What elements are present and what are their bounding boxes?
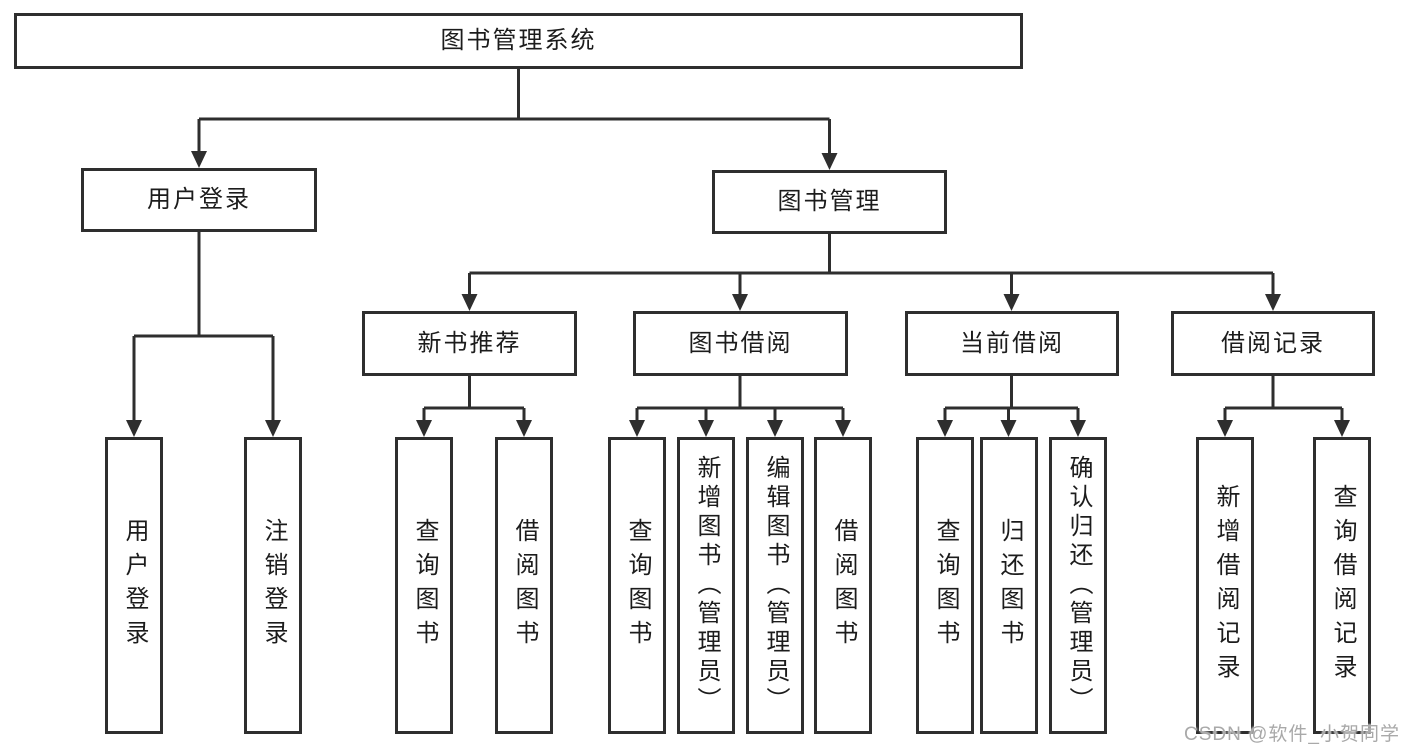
leaf-borrow-books: 借阅图书	[495, 437, 553, 734]
arrowhead-down	[416, 420, 532, 437]
leaf-return-books: 归还图书	[980, 437, 1038, 734]
leaf-user-login: 用户登录	[105, 437, 163, 734]
node-label: 图书借阅	[688, 329, 793, 357]
leaf-query-books: 查询图书	[608, 437, 666, 734]
connector-user-login-to-leaves	[126, 232, 281, 437]
node-borrow-record: 借阅记录	[1171, 311, 1375, 376]
connector-book-mgmt-to-level3	[461, 234, 1281, 311]
node-label: 新增图书（管理员）	[693, 455, 720, 716]
leaf-query-books: 查询图书	[916, 437, 974, 734]
arrowhead-down	[1217, 420, 1350, 437]
node-label: 新书推荐	[417, 329, 522, 357]
node-new-book-recommend: 新书推荐	[362, 311, 577, 376]
node-label: 编辑图书（管理员）	[762, 455, 789, 716]
node-label: 确认归还（管理员）	[1065, 455, 1092, 716]
node-label: 借阅记录	[1221, 329, 1325, 357]
node-label: 图书管理系统	[440, 27, 597, 54]
leaf-add-borrow-record: 新增借阅记录	[1196, 437, 1254, 734]
node-label: 查询图书	[411, 517, 438, 654]
node-label: 借阅图书	[830, 517, 857, 654]
node-book-management: 图书管理	[712, 170, 947, 234]
node-label: 用户登录	[121, 517, 148, 654]
node-user-login: 用户登录	[81, 168, 317, 232]
leaf-query-books: 查询图书	[395, 437, 453, 734]
node-book-borrow: 图书借阅	[633, 311, 848, 376]
connector-borrow-record-to-leaves	[1217, 375, 1350, 437]
arrowhead-down	[126, 420, 281, 437]
node-current-borrow: 当前借阅	[905, 311, 1119, 376]
node-label: 查询借阅记录	[1329, 483, 1356, 688]
node-label: 图书管理	[777, 188, 882, 215]
connector-book-borrow-to-leaves	[629, 375, 851, 437]
leaf-query-borrow-record: 查询借阅记录	[1313, 437, 1371, 734]
leaf-edit-books-admin: 编辑图书（管理员）	[746, 437, 804, 734]
node-label: 用户登录	[147, 186, 251, 213]
leaf-borrow-books: 借阅图书	[814, 437, 872, 734]
node-label: 查询图书	[624, 517, 651, 654]
connector-new-book-to-leaves	[416, 375, 532, 437]
csdn-watermark: CSDN @软件_小贺同学	[1184, 724, 1400, 745]
node-library-management-system: 图书管理系统	[14, 13, 1023, 69]
connector-root-to-level2	[191, 69, 838, 170]
node-label: 查询图书	[932, 517, 959, 654]
node-label: 借阅图书	[511, 517, 538, 654]
connector-current-borrow-to-leaves	[937, 375, 1086, 437]
leaf-confirm-return-admin: 确认归还（管理员）	[1049, 437, 1107, 734]
leaf-logout: 注销登录	[244, 437, 302, 734]
arrowhead-down	[461, 294, 1281, 311]
node-label: 归还图书	[996, 517, 1023, 654]
node-label: 当前借阅	[960, 329, 1064, 357]
node-label: 注销登录	[260, 517, 287, 654]
leaf-add-books-admin: 新增图书（管理员）	[677, 437, 735, 734]
arrowhead-down	[629, 420, 851, 437]
arrowhead-down	[937, 420, 1086, 437]
node-label: 新增借阅记录	[1212, 483, 1239, 688]
